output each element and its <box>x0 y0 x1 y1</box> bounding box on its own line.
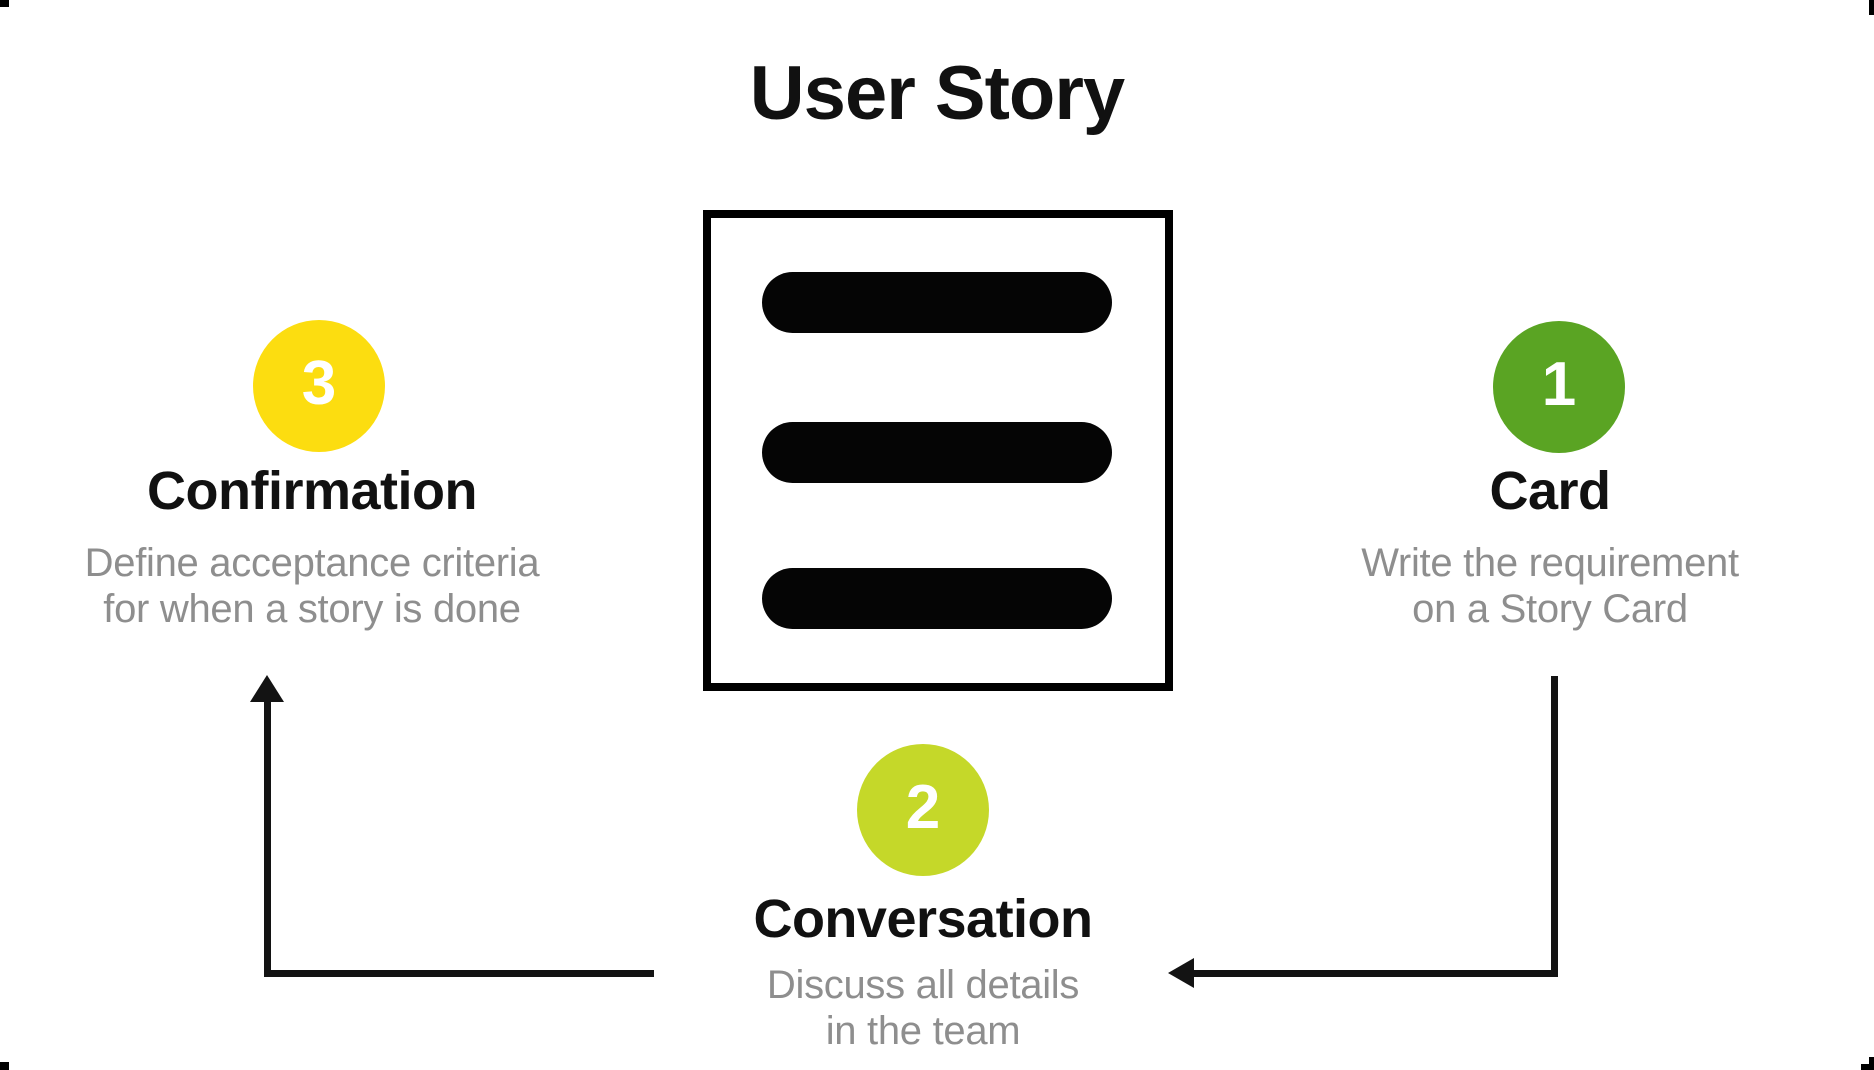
story-card-icon <box>703 210 1173 691</box>
story-card-line-icon <box>762 568 1112 629</box>
story-card-line-icon <box>762 422 1112 483</box>
step-description-line: for when a story is done <box>103 587 521 631</box>
step-number-conversation: 2 <box>905 773 941 842</box>
step-title-card: Card <box>1489 461 1611 521</box>
crop-mark-top-right <box>1869 0 1874 15</box>
step-number-confirmation: 3 <box>301 349 337 418</box>
step-description-line: Discuss all details <box>766 963 1080 1007</box>
step-badge-card: 1 <box>1493 321 1625 453</box>
crop-mark-bottom-right <box>1861 1064 1874 1070</box>
step-description-confirmation: Define acceptance criteria for when a st… <box>0 540 624 632</box>
story-card-line-icon <box>762 272 1112 333</box>
step-description-line: Write the requirement <box>1361 541 1739 585</box>
crop-mark-top-left <box>0 0 9 7</box>
step-number-card: 1 <box>1541 350 1577 419</box>
step-description-conversation: Discuss all details in the team <box>673 962 1173 1054</box>
arrow-line <box>264 700 271 977</box>
step-title-conversation: Conversation <box>753 889 1093 949</box>
step-description-line: in the team <box>825 1009 1021 1053</box>
step-description-line: on a Story Card <box>1412 587 1688 631</box>
crop-mark-bottom-left <box>0 1062 9 1070</box>
arrow-line <box>1551 676 1558 977</box>
arrow-line <box>264 970 654 977</box>
arrow-up-icon <box>250 675 284 702</box>
step-badge-conversation: 2 <box>857 744 989 876</box>
step-description-card: Write the requirement on a Story Card <box>1300 540 1800 632</box>
step-badge-confirmation: 3 <box>253 320 385 452</box>
crop-mark-bottom-right <box>1869 1057 1874 1070</box>
arrow-line <box>1192 970 1558 977</box>
step-description-line: Define acceptance criteria <box>84 541 540 585</box>
step-title-confirmation: Confirmation <box>147 461 477 521</box>
arrow-left-icon <box>1168 958 1194 988</box>
page-title: User Story <box>749 51 1125 136</box>
